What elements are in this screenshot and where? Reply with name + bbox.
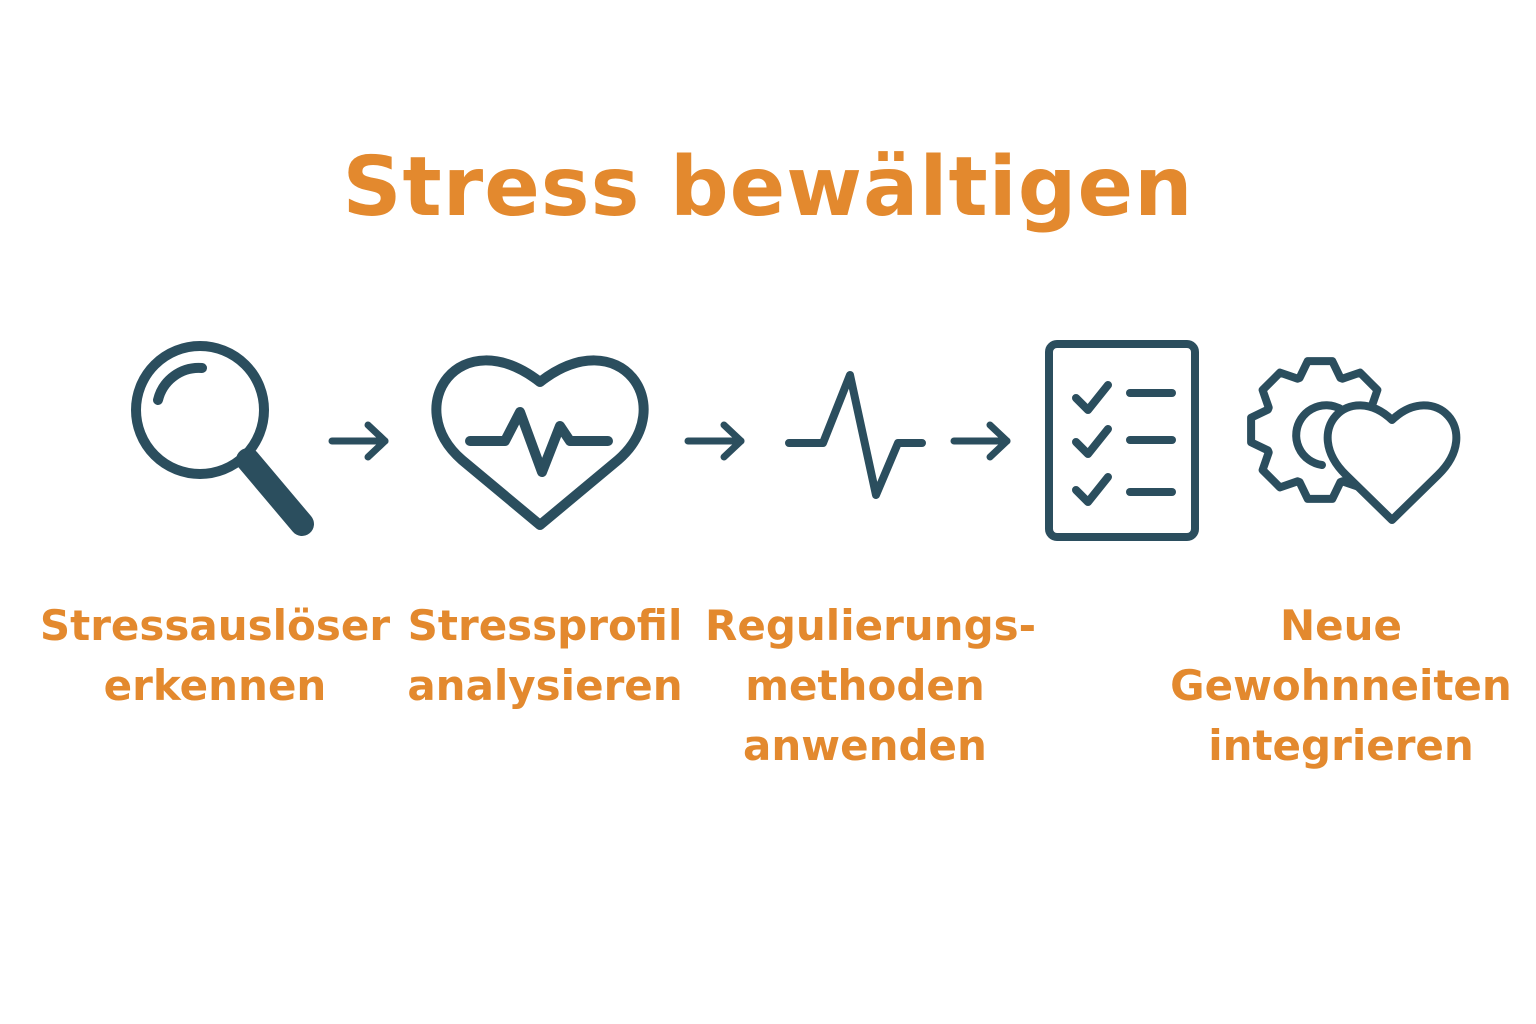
step-label-line: analysieren	[407, 661, 683, 710]
magnifier-icon	[131, 341, 314, 536]
step-label-line: anwenden	[743, 721, 987, 770]
arrow-right-icon	[950, 421, 1011, 461]
heart-pulse-icon	[431, 355, 649, 530]
step-label-line: Regulierungs-	[705, 601, 1037, 650]
checklist-icon	[1045, 340, 1199, 541]
arrow-right-icon	[328, 421, 389, 461]
step-label-line: Stressauslöser	[39, 601, 391, 650]
step-label-3: Regulierungs- methoden anwenden	[705, 596, 1037, 776]
step-label-line: Gewohnneiten	[1170, 661, 1512, 710]
gear-heart-icon	[1247, 357, 1461, 524]
diagram-title: Stress bewältigen	[342, 139, 1194, 235]
arrow-right-icon	[684, 421, 745, 461]
step-label-line: methoden	[745, 661, 985, 710]
step-label-5: Neue Gewohnneiten integrieren	[1166, 596, 1516, 776]
step-label-line: Stressprofil	[407, 601, 683, 650]
step-label-line: Neue	[1279, 601, 1403, 650]
step-label-line: integrieren	[1208, 721, 1474, 770]
step-label-2: Stressprofil analysieren	[400, 596, 690, 716]
pulse-line-icon	[785, 371, 926, 499]
step-label-1: Stressauslöser erkennen	[30, 596, 400, 716]
step-label-line: erkennen	[103, 661, 327, 710]
